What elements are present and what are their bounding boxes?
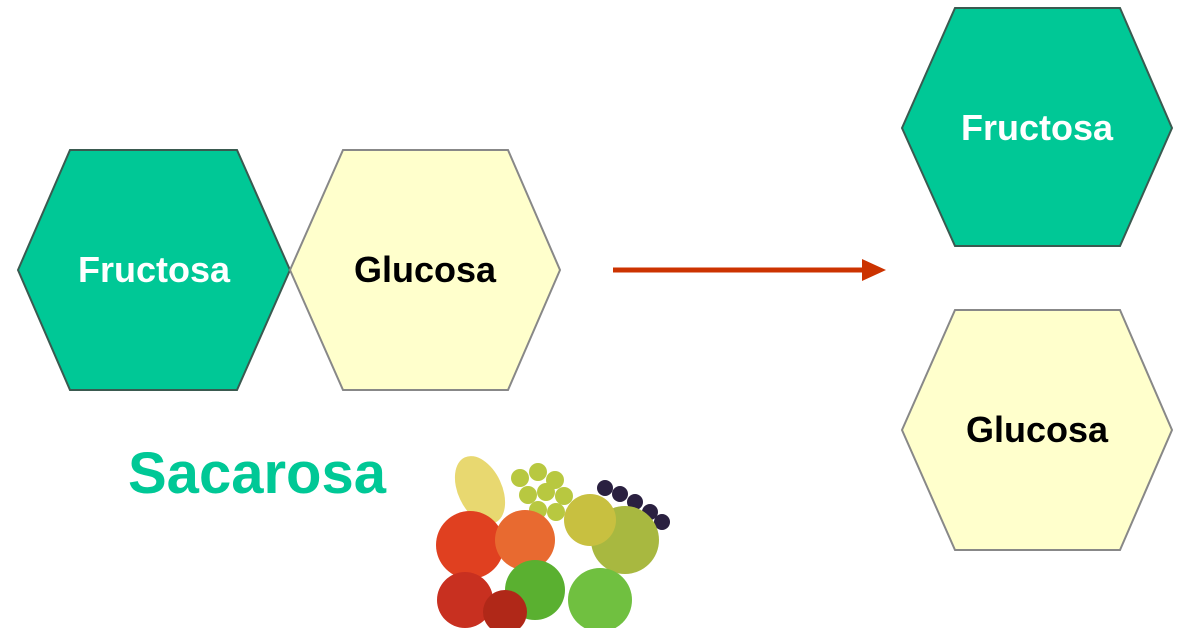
glucose-label-right: Glucosa — [965, 409, 1109, 450]
fructose-hexagon-right — [900, 7, 1174, 247]
fructose-label-left: Fructosa — [77, 249, 231, 290]
fruit-image — [436, 456, 670, 628]
sucrose-title: Sacarosa — [128, 441, 386, 506]
reaction-arrow — [613, 259, 886, 281]
glucose-hexagon-right — [900, 309, 1174, 551]
glucose-hexagon-left — [288, 149, 562, 391]
fructose-label-right: Fructosa — [960, 107, 1114, 148]
glucose-label-left: Glucosa — [353, 249, 497, 290]
